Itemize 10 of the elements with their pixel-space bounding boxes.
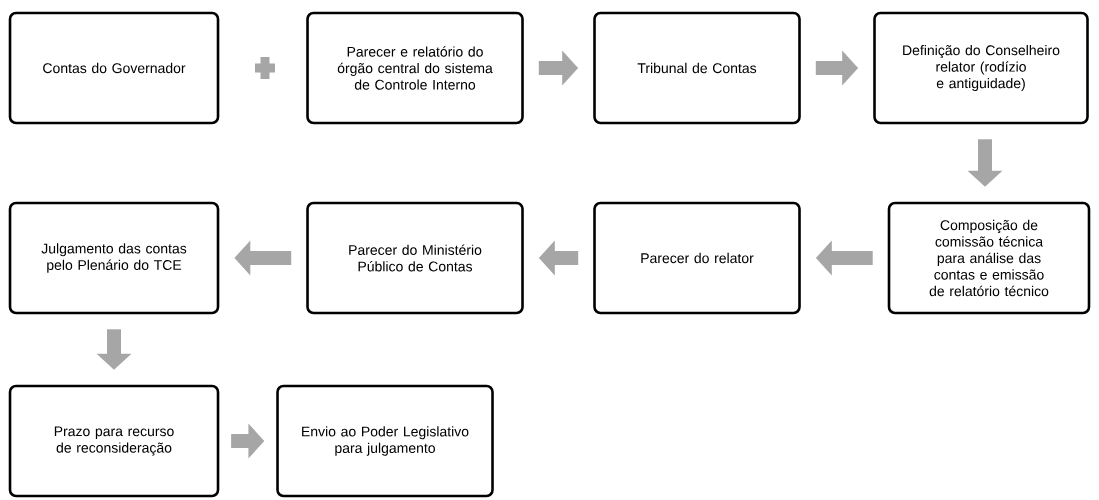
process-box: Definição do Conselheiro relator (rodízio e antiguidade) bbox=[873, 11, 1089, 125]
process-box: Parecer do Ministério Público de Contas bbox=[306, 201, 524, 315]
process-box: Parecer e relatório do órgão central do sistema de Controle Interno bbox=[306, 11, 524, 125]
process-box: Envio ao Poder Legislativo para julgamento bbox=[276, 384, 494, 498]
process-box: Tribunal de Contas bbox=[593, 11, 801, 125]
process-box: Julgamento das contas pelo Plenário do TCE bbox=[8, 201, 220, 315]
process-box: Parecer do relator bbox=[593, 201, 801, 315]
process-box: Composição de comissão técnica para análise das contas e emissão de relatório técnico bbox=[887, 201, 1091, 315]
process-box: Contas do Governador bbox=[8, 11, 220, 125]
process-box: Prazo para recurso de reconsideração bbox=[8, 384, 220, 498]
